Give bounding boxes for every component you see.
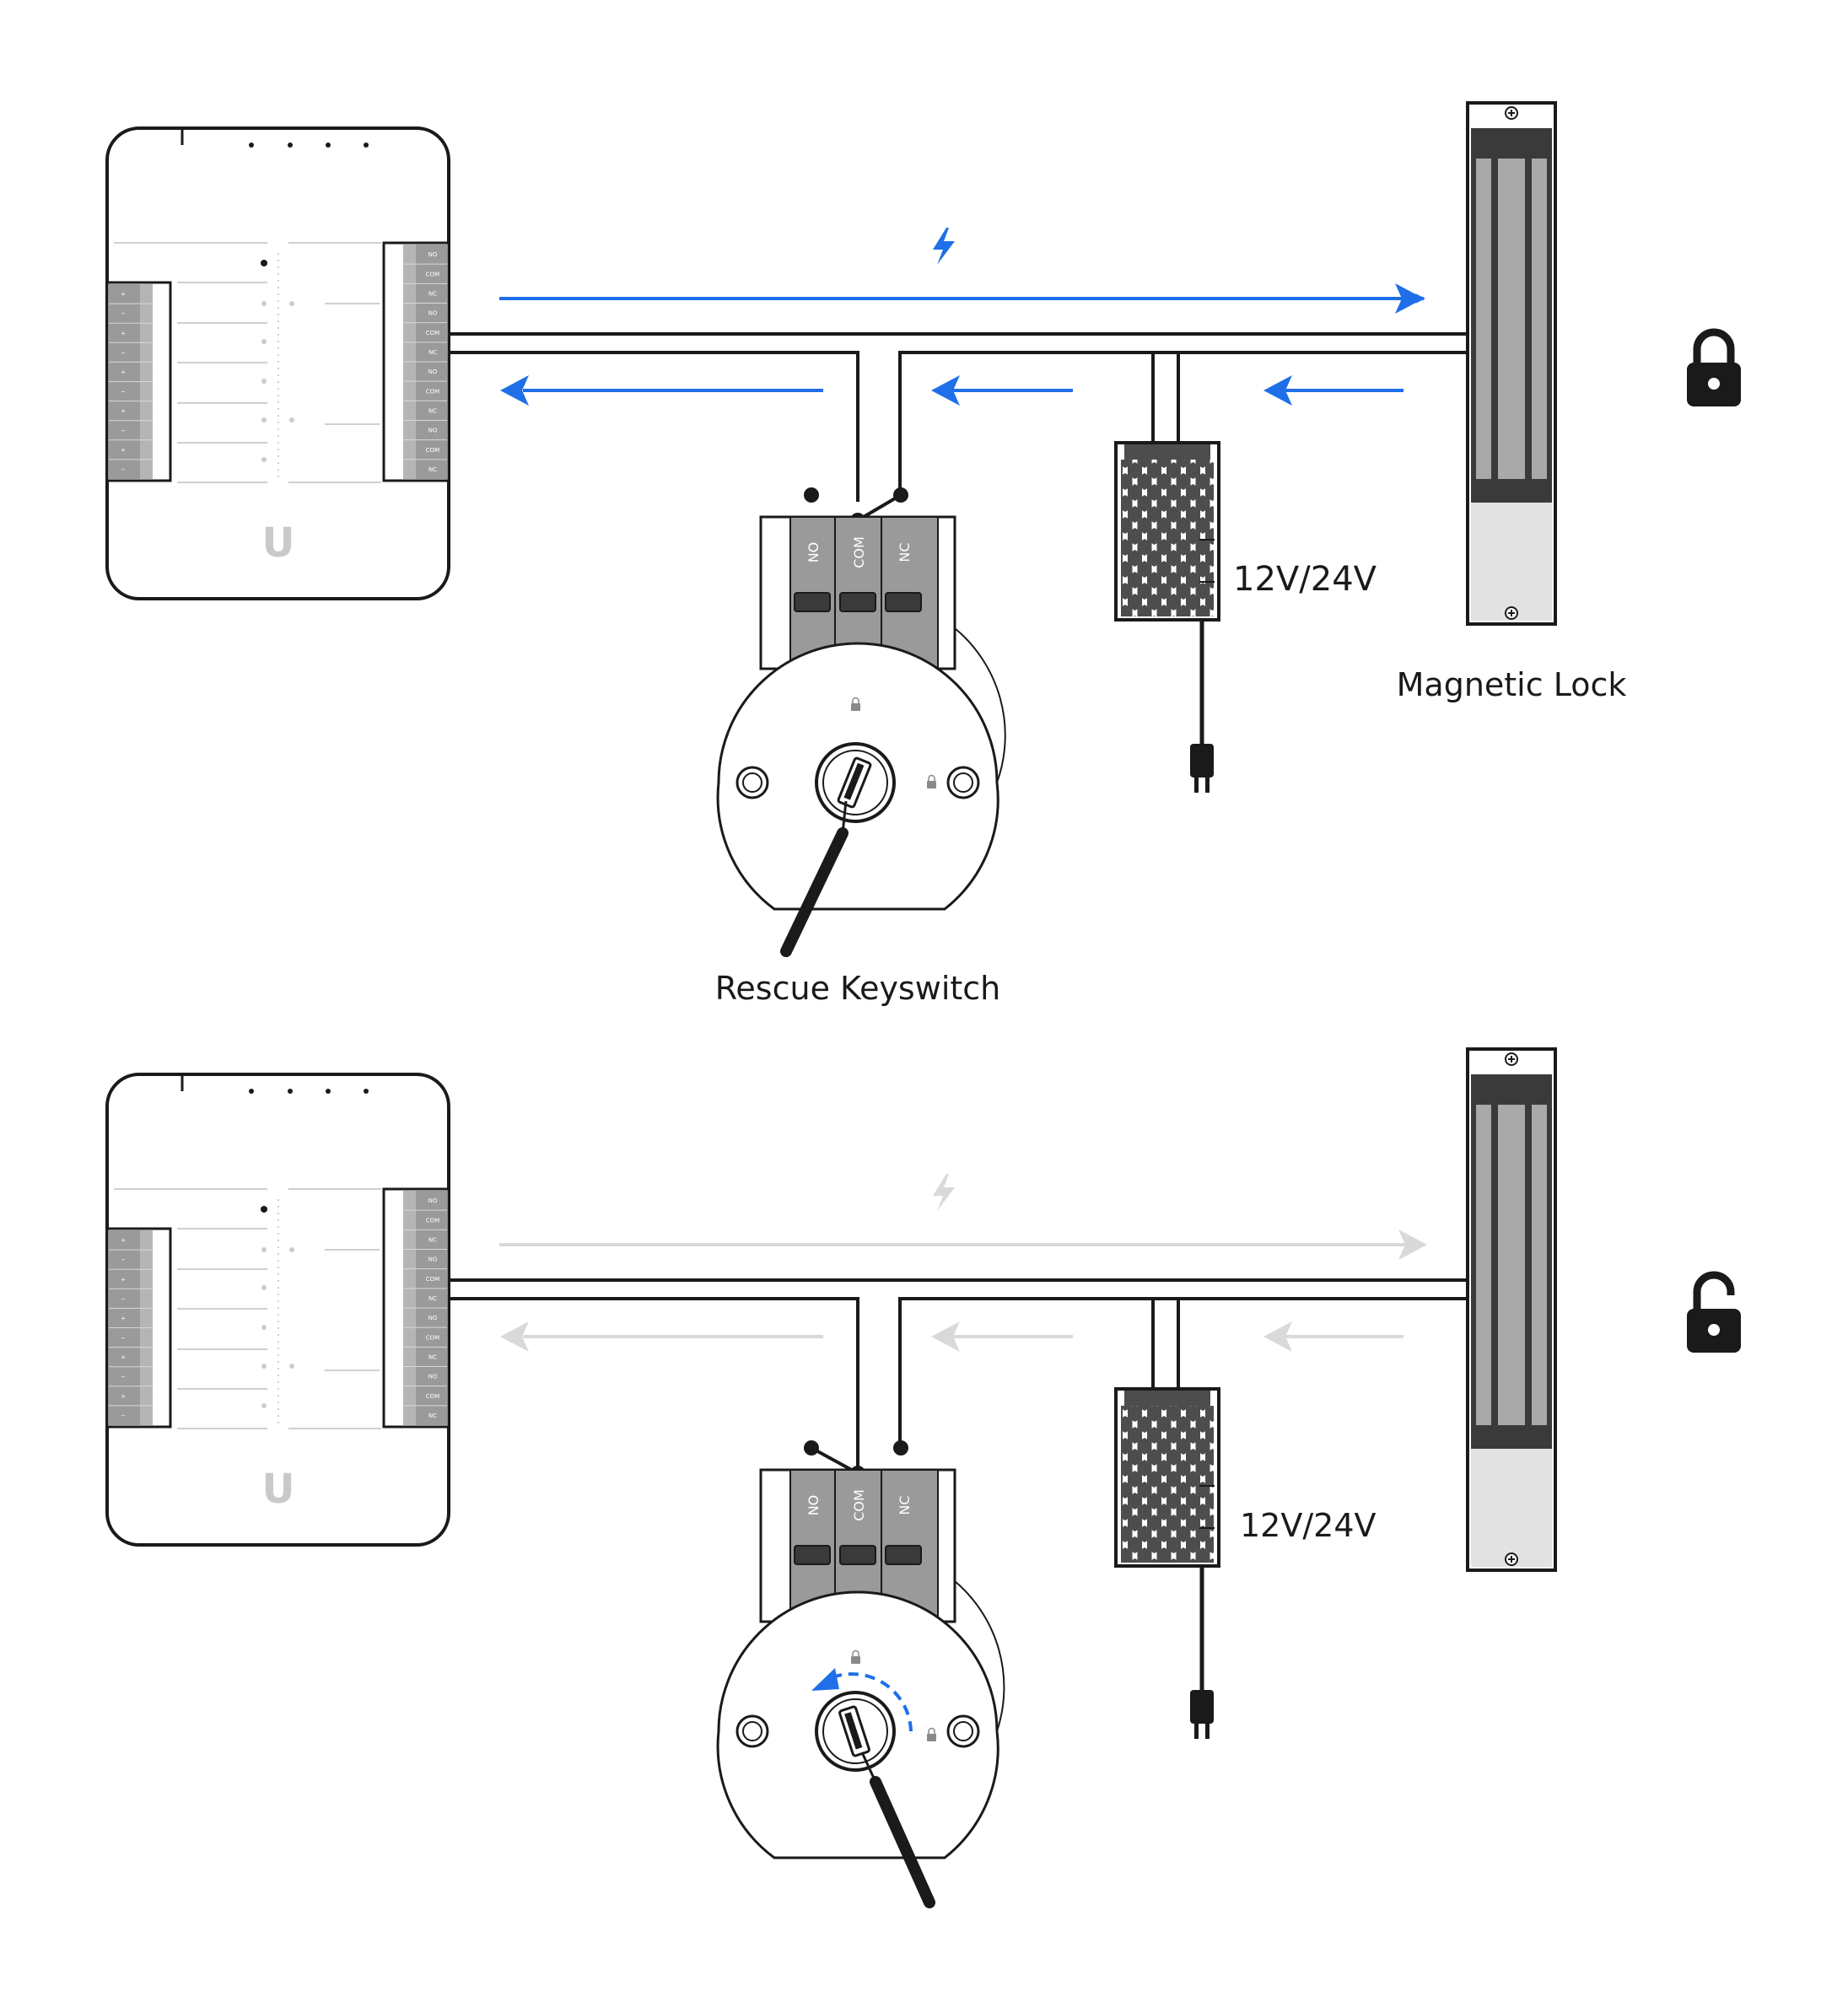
hub-terminal-label: − — [121, 1335, 126, 1342]
status-leds — [249, 1089, 369, 1094]
hub-terminal-label: NC — [428, 290, 437, 297]
hub-terminal-label: − — [121, 1295, 126, 1302]
hub-terminal-label: − — [121, 428, 126, 434]
wires — [449, 332, 1468, 502]
lock-indicator-icon — [851, 1649, 936, 1741]
hub-terminal-label: − — [121, 1413, 126, 1419]
terminal-nc: NC — [897, 542, 913, 562]
hub-terminal-label: − — [121, 389, 126, 396]
hub-terminal-label: COM — [426, 1334, 439, 1341]
status-leds — [249, 143, 369, 148]
hub-terminal-label: + — [121, 369, 126, 375]
hub-terminal-label: + — [121, 330, 126, 336]
wires — [449, 1278, 1468, 1472]
hub-terminal-label: + — [121, 447, 126, 454]
lock-indicator-icon — [851, 697, 936, 788]
access-hub: +−+−+−+−+− NOCOMNCNOCOMNCNOCOMNCNOCOMNC … — [105, 1073, 450, 1547]
hub-terminal-label: NC — [428, 1353, 437, 1360]
hub-right-terminal-block: NO COM NC NO COM NC NO COM NC NO COM NC — [382, 241, 450, 482]
hub-terminal-label: NO — [428, 369, 438, 375]
terminal-com: COM — [851, 1489, 867, 1521]
hub-left-terminal-block: + − + − + − + − + − — [105, 1227, 172, 1429]
hub-logo: U — [262, 1466, 295, 1513]
hub-terminal-label: + — [121, 1354, 126, 1361]
psu-voltage-label: 12V/24V — [1240, 1507, 1377, 1544]
power-plug-icon — [1190, 744, 1214, 793]
access-hub: +−+−+−+−+− NOCOMNCNOCOMNCNOCOMNCNOCOMNC … — [105, 126, 450, 600]
power-supply — [1114, 1387, 1220, 1739]
keyswitch-label: Rescue Keyswitch — [715, 970, 1001, 1007]
hub-terminal-label: NC — [428, 1413, 437, 1419]
hub-terminal-label: NO — [428, 251, 438, 258]
hub-terminal-label: − — [121, 1374, 126, 1380]
hub-terminal-label: NC — [428, 466, 437, 473]
magnetic-lock — [1466, 101, 1557, 626]
hub-terminal-label: NO — [428, 1256, 438, 1263]
lightning-icon — [933, 1174, 955, 1211]
rescue-keyswitch: NO COM NC — [716, 487, 1006, 957]
hub-terminal-label: − — [121, 1256, 126, 1263]
hub-terminal-label: − — [121, 349, 126, 356]
hub-terminal-label: COM — [426, 330, 439, 336]
hub-terminal-label: COM — [426, 1217, 439, 1224]
lock-closed-icon — [1687, 328, 1741, 406]
hub-terminal-label: NC — [428, 1236, 437, 1243]
hub-terminal-label: NO — [428, 1315, 438, 1321]
terminal-no: NO — [805, 542, 822, 563]
hub-right-terminal-block: NO COM NC NO COM NC NO COM NC NO COM NC — [382, 1187, 450, 1429]
rotate-arrow-icon — [811, 1668, 913, 1732]
lightning-icon — [933, 228, 955, 265]
terminal-no: NO — [805, 1495, 822, 1516]
hub-left-terminal-block: + − + − + − + − + − — [105, 281, 172, 482]
hub-terminal-label: + — [121, 408, 126, 415]
terminal-nc: NC — [897, 1495, 913, 1515]
hub-terminal-label: NO — [428, 1374, 438, 1380]
current-flow-arrows — [499, 283, 1425, 406]
lock-open-icon — [1687, 1271, 1741, 1353]
hub-terminal-label: + — [121, 291, 126, 298]
hub-terminal-label: NC — [428, 407, 437, 414]
magnetic-lock-label: Magnetic Lock — [1397, 666, 1627, 703]
power-plug-icon — [1190, 1690, 1214, 1739]
hub-terminal-label: NO — [428, 428, 438, 434]
hub-terminal-label: NC — [428, 349, 437, 356]
hub-terminal-label: − — [121, 310, 126, 317]
hub-terminal-label: + — [121, 1276, 126, 1283]
panel-locked: +−+−+−+−+− NOCOMNCNOCOMNCNOCOMNCNOCOMNC … — [105, 101, 1741, 1007]
hub-logo: U — [262, 519, 295, 567]
psu-voltage-label: 12V/24V — [1233, 560, 1377, 599]
hub-terminal-label: NO — [428, 1197, 438, 1204]
hub-terminal-label: COM — [426, 1276, 439, 1283]
hub-terminal-label: NC — [428, 1295, 437, 1302]
hub-terminal-label: COM — [426, 271, 439, 277]
hub-terminal-label: COM — [426, 1393, 439, 1400]
magnetic-lock — [1466, 1047, 1557, 1572]
terminal-com: COM — [851, 536, 867, 568]
hub-terminal-label: COM — [426, 447, 439, 454]
hub-terminal-label: + — [121, 1237, 126, 1244]
panel-unlocked: +−+−+−+−+− NOCOMNCNOCOMNCNOCOMNCNOCOMNC … — [105, 1047, 1741, 1908]
hub-terminal-label: COM — [426, 388, 439, 395]
hub-terminal-label: − — [121, 466, 126, 473]
power-supply — [1114, 441, 1220, 793]
inactive-flow-arrows — [499, 1230, 1427, 1352]
hub-terminal-label: + — [121, 1315, 126, 1321]
hub-terminal-label: + — [121, 1393, 126, 1400]
hub-terminal-label: NO — [428, 310, 438, 317]
rescue-keyswitch: NO COM NC — [716, 1440, 1005, 1908]
